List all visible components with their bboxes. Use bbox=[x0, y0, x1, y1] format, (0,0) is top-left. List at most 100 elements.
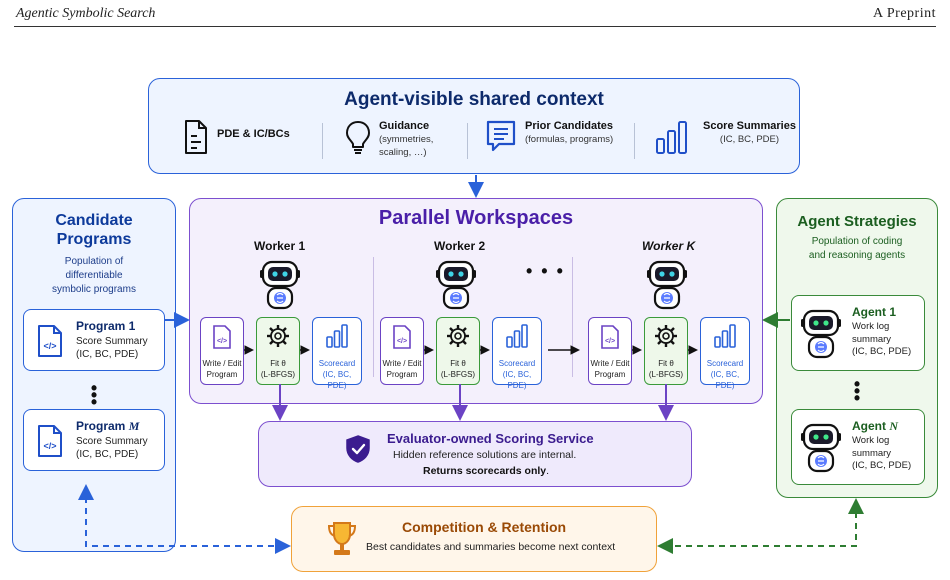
running-header-label: A Preprint bbox=[873, 6, 936, 21]
worker-label: Worker 1 bbox=[254, 239, 306, 253]
ctx-divider bbox=[322, 123, 323, 159]
shared-context-title: Agent-visible shared context bbox=[344, 89, 604, 110]
ctx-item-scores: Score Summaries (IC, BC, PDE) bbox=[655, 119, 796, 155]
agents-ellipsis: • • • bbox=[853, 374, 861, 408]
write-edit-label: Write / Edit Program bbox=[382, 359, 422, 379]
write-edit-step: </> Write / Edit Program bbox=[588, 317, 632, 385]
code-file-icon: </> bbox=[213, 325, 231, 349]
fit-theta-label: Fit θ (L-BFGS) bbox=[440, 359, 476, 379]
fit-theta-step: Fit θ (L-BFGS) bbox=[436, 317, 480, 385]
ctx-sub-scores: (IC, BC, PDE) bbox=[719, 134, 780, 145]
agent-card: Agent N Work log summary (IC, BC, PDE) bbox=[791, 409, 925, 485]
evaluator-note: Hidden reference solutions are internal. bbox=[393, 449, 577, 461]
scorecard-label: Scorecard (IC, BC, PDE) bbox=[706, 359, 744, 390]
svg-text:</>: </> bbox=[217, 338, 227, 345]
bar-chart-icon bbox=[326, 324, 348, 348]
parallel-workspaces-title: Parallel Workspaces bbox=[378, 207, 574, 229]
candidate-programs-subtitle: Population of differentiable symbolic pr… bbox=[52, 256, 136, 295]
ctx-sub-guidance: (symmetries, scaling, …) bbox=[379, 134, 434, 158]
programs-ellipsis: • • • bbox=[90, 378, 98, 412]
ctx-divider bbox=[467, 123, 468, 159]
write-edit-label: Write / Edit Program bbox=[202, 359, 242, 379]
program-card: </> Program 1 Score Summary (IC, BC, PDE… bbox=[23, 309, 165, 371]
evaluator-title: Evaluator-owned Scoring Service bbox=[387, 431, 594, 446]
svg-text:</>: </> bbox=[43, 441, 56, 451]
worker-label: Worker K bbox=[642, 239, 696, 253]
code-file-icon: </> bbox=[38, 325, 62, 357]
svg-text:</>: </> bbox=[43, 341, 56, 351]
candidate-programs-panel: Candidate Programs Population of differe… bbox=[12, 198, 176, 552]
agent-summary: Work log summary (IC, BC, PDE) bbox=[852, 435, 912, 471]
header-rule bbox=[14, 26, 936, 27]
evaluator-scoring-service: Evaluator-owned Scoring Service Hidden r… bbox=[258, 421, 692, 487]
agent-strategies-title: Agent Strategies bbox=[797, 213, 917, 230]
worker-label: Worker 2 bbox=[434, 239, 486, 253]
agent-name: Agent 1 bbox=[852, 305, 897, 319]
agent-strategies-subtitle: Population of coding and reasoning agent… bbox=[808, 236, 906, 261]
agent-strategies-panel: Agent Strategies Population of coding an… bbox=[776, 198, 938, 498]
svg-text:</>: </> bbox=[397, 338, 407, 345]
competition-title: Competition & Retention bbox=[402, 519, 567, 535]
candidate-programs-title: Candidate Programs bbox=[55, 212, 133, 248]
bar-chart-icon bbox=[506, 324, 528, 348]
parallel-workspaces-panel: Parallel Workspaces Worker 1 Worker 2 Wo… bbox=[189, 198, 763, 404]
program-score-summary: Score Summary (IC, BC, PDE) bbox=[76, 436, 148, 460]
scorecard-label: Scorecard (IC, BC, PDE) bbox=[498, 359, 536, 390]
fit-theta-step: Fit θ (L-BFGS) bbox=[256, 317, 300, 385]
ctx-label-pde: PDE & IC/BCs bbox=[217, 128, 290, 140]
agent-card: Agent 1 Work log summary (IC, BC, PDE) bbox=[791, 295, 925, 371]
chat-list-icon bbox=[486, 120, 516, 152]
shared-context-box: Agent-visible shared context PDE & IC/BC… bbox=[148, 78, 800, 174]
trophy-icon bbox=[327, 522, 357, 555]
gear-icon bbox=[447, 325, 469, 347]
ctx-label-guidance: Guidance bbox=[379, 120, 430, 132]
ctx-sub-prior: (formulas, programs) bbox=[525, 134, 614, 145]
agents-retention-loop bbox=[657, 501, 857, 554]
bar-chart-icon bbox=[714, 324, 736, 348]
ctx-item-pde: PDE & IC/BCs bbox=[183, 119, 290, 155]
robot-icon bbox=[801, 423, 841, 473]
document-icon bbox=[185, 120, 207, 154]
scorecard-step: Scorecard (IC, BC, PDE) bbox=[700, 317, 750, 390]
code-file-icon: </> bbox=[38, 425, 62, 457]
evaluator-returns: Returns scorecards only. bbox=[423, 465, 549, 477]
shield-check-icon bbox=[346, 435, 370, 463]
svg-text:</>: </> bbox=[605, 338, 615, 345]
bar-chart-icon bbox=[656, 121, 687, 154]
ctx-divider bbox=[634, 123, 635, 159]
running-header-title: Agentic Symbolic Search bbox=[16, 6, 156, 21]
gear-icon bbox=[655, 325, 677, 347]
fit-theta-label: Fit θ (L-BFGS) bbox=[260, 359, 296, 379]
robot-icon bbox=[801, 309, 841, 359]
worker-divider bbox=[572, 257, 573, 377]
agent-name: Agent N bbox=[852, 419, 899, 433]
write-edit-step: </> Write / Edit Program bbox=[380, 317, 424, 385]
competition-subtitle: Best candidates and summaries become nex… bbox=[366, 541, 616, 553]
lightbulb-icon bbox=[346, 121, 370, 154]
fit-theta-label: Fit θ (L-BFGS) bbox=[648, 359, 684, 379]
fit-theta-step: Fit θ (L-BFGS) bbox=[644, 317, 688, 385]
robot-icon bbox=[436, 260, 476, 310]
scorecard-step: Scorecard (IC, BC, PDE) bbox=[312, 317, 362, 390]
program-name: Program 1 bbox=[76, 319, 136, 333]
program-score-summary: Score Summary (IC, BC, PDE) bbox=[76, 336, 148, 360]
ctx-item-guidance: Guidance (symmetries, scaling, …) bbox=[345, 119, 433, 159]
ctx-item-prior: Prior Candidates (formulas, programs) bbox=[485, 119, 613, 155]
code-file-icon: </> bbox=[393, 325, 411, 349]
competition-retention-box: Competition & Retention Best candidates … bbox=[291, 506, 657, 572]
evaluator-returns-tail: . bbox=[546, 465, 550, 477]
robot-icon bbox=[647, 260, 687, 310]
evaluator-returns-bold: Returns scorecards only bbox=[423, 465, 547, 477]
program-card: </> Program M Score Summary (IC, BC, PDE… bbox=[23, 409, 165, 471]
ctx-label-scores: Score Summaries bbox=[703, 120, 796, 132]
code-file-icon: </> bbox=[601, 325, 619, 349]
program-name: Program M bbox=[76, 419, 140, 433]
agent-summary: Work log summary (IC, BC, PDE) bbox=[852, 321, 912, 357]
write-edit-label: Write / Edit Program bbox=[590, 359, 630, 379]
worker-divider bbox=[373, 257, 374, 377]
workers-ellipsis: • • • bbox=[526, 261, 565, 281]
gear-icon bbox=[267, 325, 289, 347]
robot-icon bbox=[260, 260, 300, 310]
write-edit-step: </> Write / Edit Program bbox=[200, 317, 244, 385]
scorecard-label: Scorecard (IC, BC, PDE) bbox=[318, 359, 356, 390]
